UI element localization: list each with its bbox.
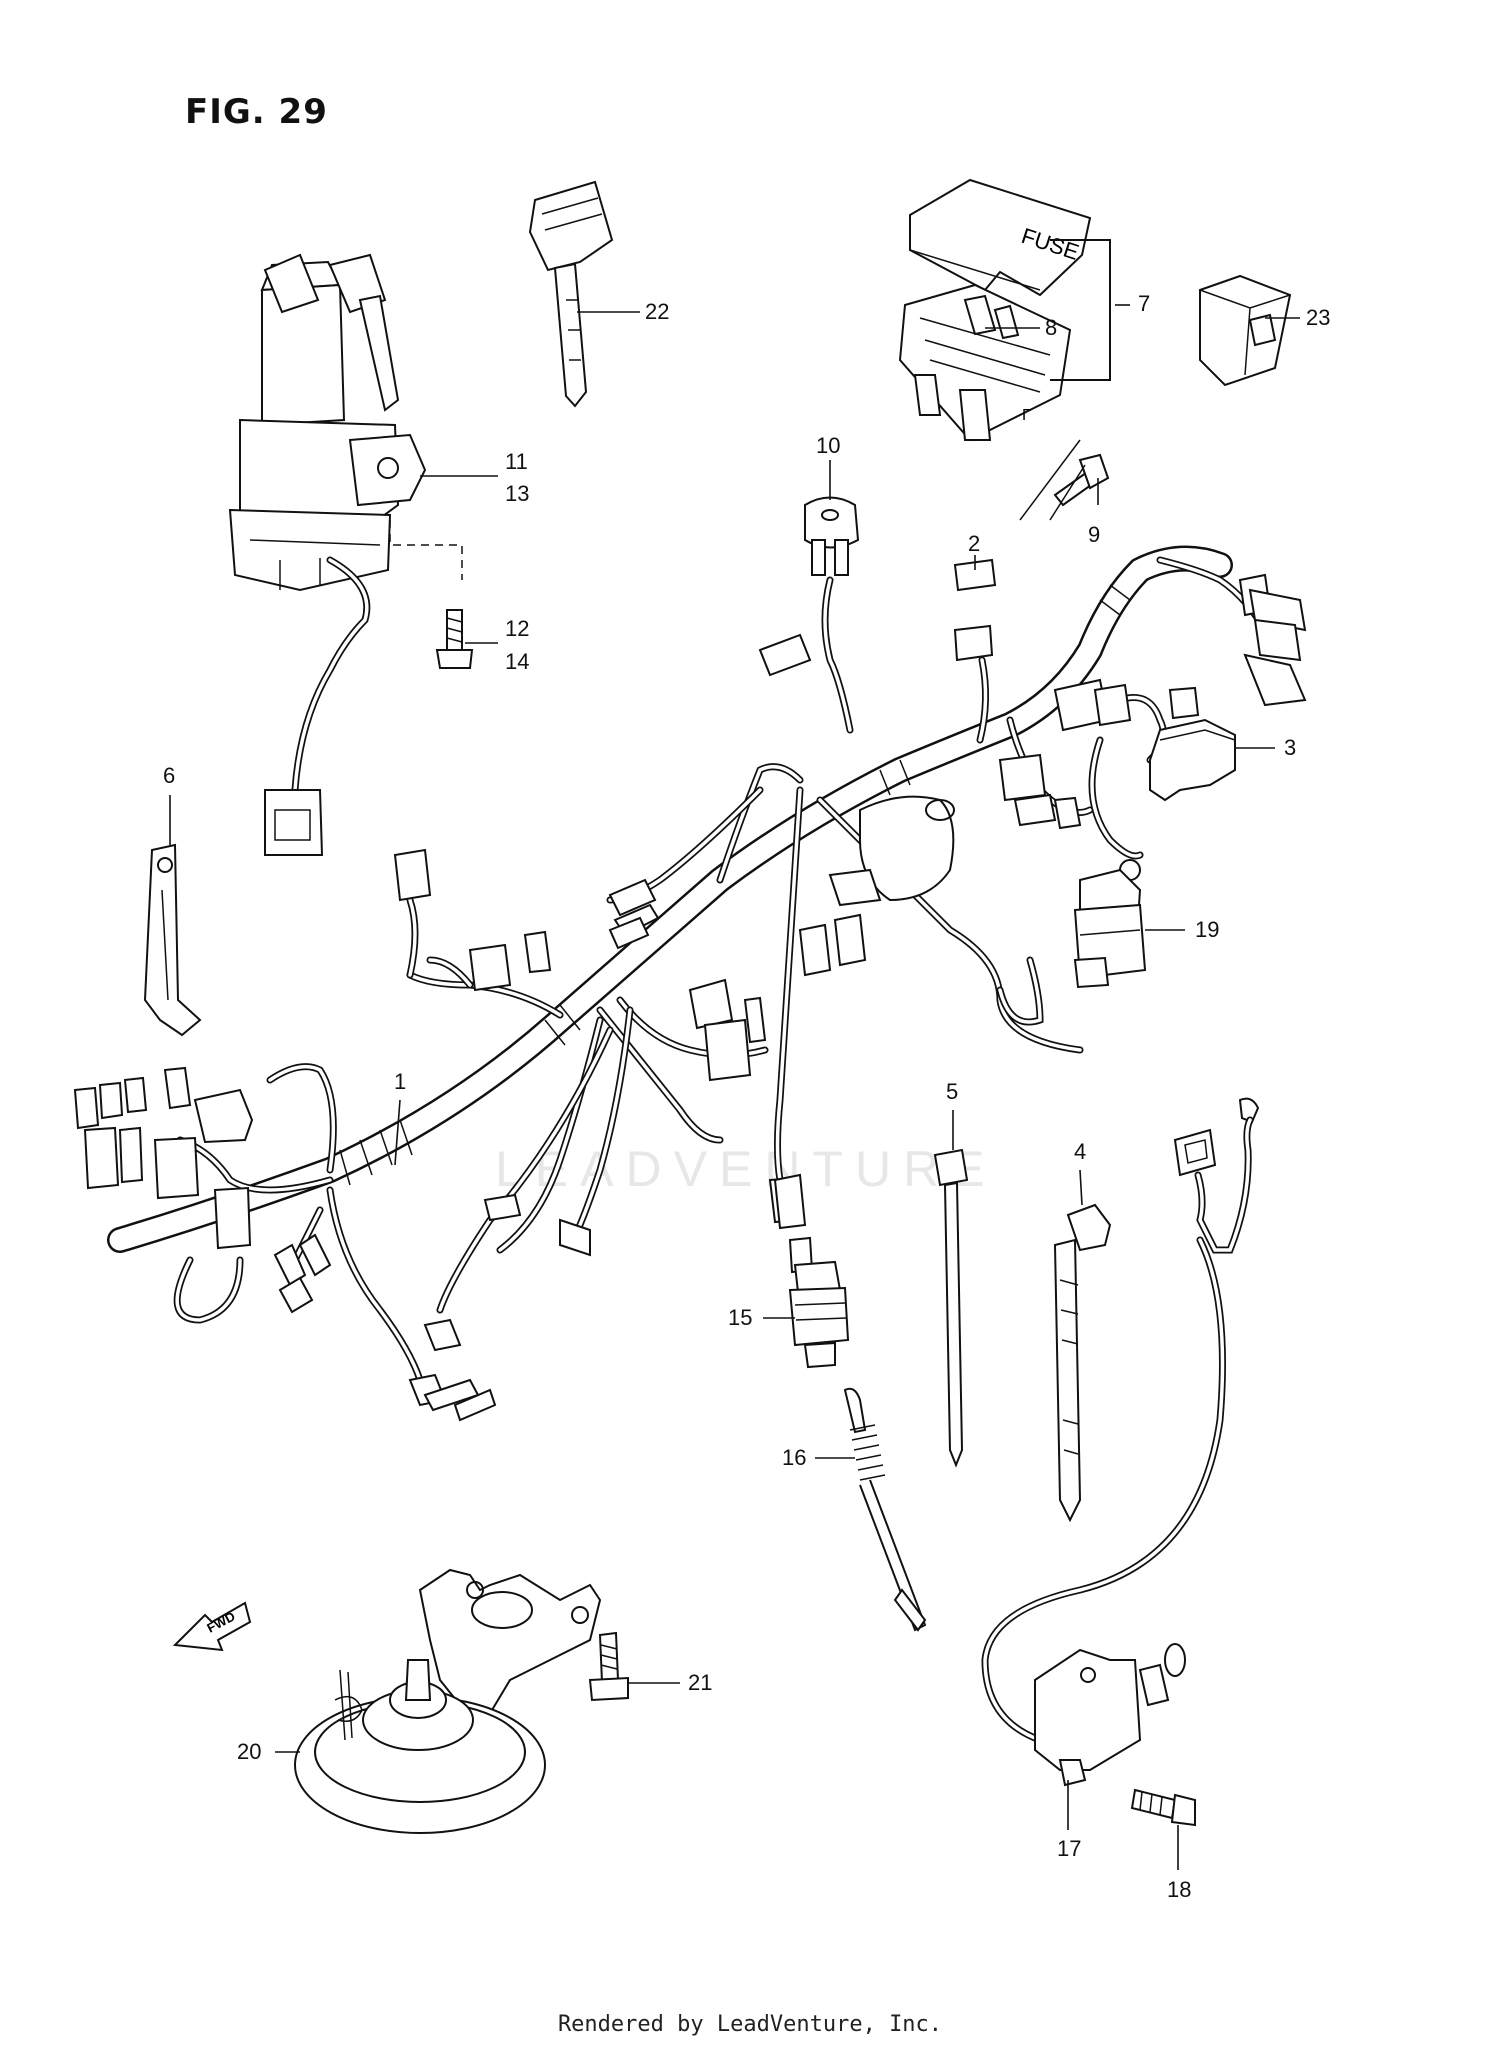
- callout-15: 15: [728, 1305, 753, 1330]
- relay-19: [1073, 868, 1147, 989]
- callout-2: 2: [968, 531, 981, 556]
- callout-7: 7: [1138, 291, 1151, 316]
- callout-6: 6: [163, 763, 176, 788]
- callout-14: 14: [505, 649, 530, 674]
- callout-3: 3: [1284, 735, 1297, 760]
- fwd-arrow: FWD: [172, 1601, 252, 1652]
- callout-21: 21: [688, 1670, 713, 1695]
- brake-spring: [843, 1387, 927, 1632]
- callout-1: 1: [394, 1069, 407, 1094]
- callout-19: 19: [1195, 917, 1220, 942]
- callout-23: 23: [1306, 305, 1331, 330]
- callout-4: 4: [1074, 1139, 1087, 1164]
- horn: [294, 1568, 602, 1834]
- connector-2: [953, 558, 997, 662]
- clamp-4: [1053, 1203, 1112, 1523]
- bolt-21: [588, 1631, 629, 1702]
- side-stand-switch: [981, 1097, 1260, 1787]
- watermark: LEADVENTURE: [495, 1141, 997, 1197]
- bolt-18: [1130, 1788, 1196, 1827]
- callout-5: 5: [946, 1079, 959, 1104]
- fuse-box-screw: [1019, 439, 1110, 521]
- callout-12: 12: [505, 616, 530, 641]
- callout-18: 18: [1167, 1877, 1192, 1902]
- callout-9: 9: [1088, 522, 1101, 547]
- relay-23: [1199, 274, 1292, 387]
- ignition-switch: [228, 253, 463, 856]
- callout-16: 16: [782, 1445, 807, 1470]
- leader-lines: [169, 304, 1300, 1870]
- callout-17: 17: [1057, 1836, 1082, 1861]
- figure-title: FIG. 29: [185, 92, 328, 132]
- cable-tie-5: [933, 1148, 969, 1468]
- callout-10: 10: [816, 433, 841, 458]
- key: [528, 180, 614, 408]
- footer-credit: Rendered by LeadVenture, Inc.: [557, 2012, 943, 2037]
- cap-3: [1149, 718, 1236, 802]
- brake-switch: [788, 1236, 850, 1369]
- callout-22: 22: [645, 299, 670, 324]
- harness-connectors: [73, 573, 1307, 1422]
- band-strap: [143, 843, 202, 1037]
- callout-13: 13: [505, 481, 530, 506]
- connector-10: [804, 496, 860, 576]
- callout-8: 8: [1045, 315, 1058, 340]
- callout-11: 11: [505, 449, 528, 474]
- switch-bolt: [435, 609, 474, 669]
- fuse-box: FUSE Γ: [898, 178, 1111, 442]
- fuse-box-mark: Γ: [1022, 407, 1031, 424]
- callout-20: 20: [237, 1739, 262, 1764]
